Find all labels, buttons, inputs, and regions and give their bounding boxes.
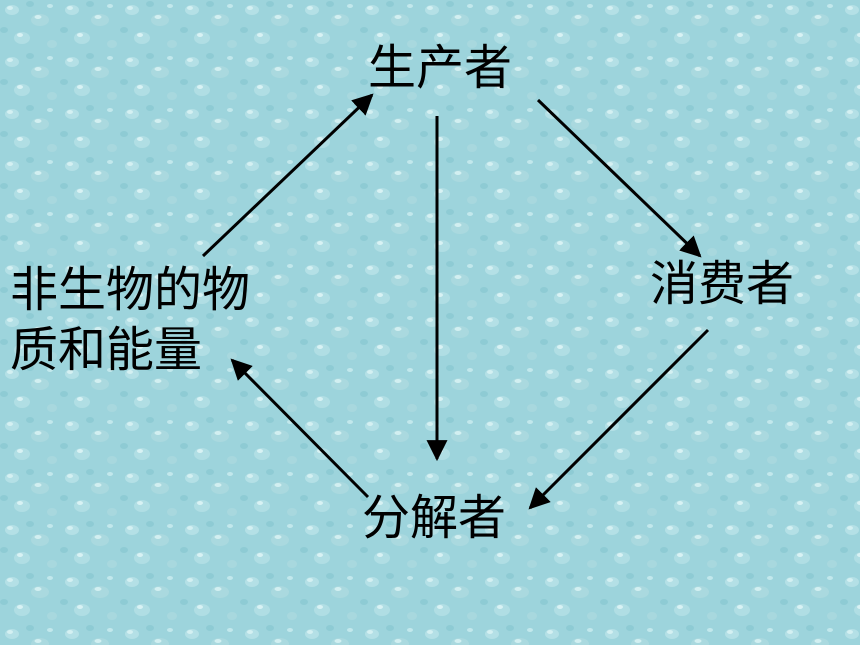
arrow-producer-to-consumer [536,98,702,258]
node-abiotic-line-1: 非生物的物 [10,262,251,318]
node-consumer: 消费者 [650,256,795,312]
arrow-abiotic-to-producer [201,93,374,258]
node-decomposer: 分解者 [362,490,507,546]
node-abiotic-matter-energy: 非生物的物 质和能量 [10,260,250,380]
arrow-decomposer-to-abiotic [230,358,370,499]
node-abiotic-line-2: 质和能量 [10,322,203,378]
node-producer: 生产者 [368,40,513,96]
arrow-consumer-to-decomposer [528,328,710,510]
